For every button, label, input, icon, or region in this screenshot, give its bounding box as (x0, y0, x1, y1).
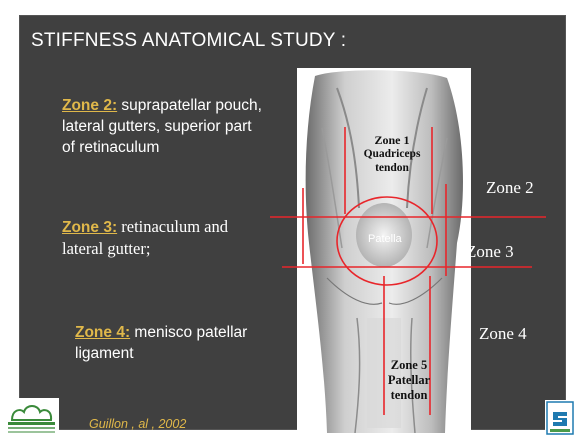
zone4-description: Zone 4: menisco patellar ligament (75, 322, 280, 364)
zone5-label-figure: Zone 5 Patellar tendon (380, 358, 438, 403)
zone2-label: Zone 2: (62, 97, 117, 114)
zone3-label: Zone 3: (62, 219, 117, 236)
right-zone2-label: Zone 2 (486, 178, 534, 198)
right-zone4-label: Zone 4 (479, 324, 527, 344)
zone1-subtitle: Quadriceps tendon (350, 147, 434, 175)
right-zone3-label: Zone 3 (466, 242, 514, 262)
zone5-subtitle2: tendon (380, 388, 438, 403)
zone3-description: Zone 3: retinaculum and lateral gutter; (62, 216, 262, 259)
zone4-label: Zone 4: (75, 324, 130, 341)
patella-label: Patella (368, 233, 402, 245)
zone1-label-figure: Zone 1 Quadriceps tendon (350, 133, 434, 175)
zone5-subtitle1: Patellar (380, 373, 438, 388)
zone5-title: Zone 5 (380, 358, 438, 373)
hospital-logo (545, 400, 575, 436)
citation: Guillon , al , 2002 (89, 417, 186, 431)
zone2-description: Zone 2: suprapatellar pouch, lateral gut… (62, 95, 262, 158)
zone1-title: Zone 1 (350, 133, 434, 147)
slide-title: STIFFNESS ANATOMICAL STUDY : (31, 30, 346, 52)
university-logo (4, 398, 59, 439)
